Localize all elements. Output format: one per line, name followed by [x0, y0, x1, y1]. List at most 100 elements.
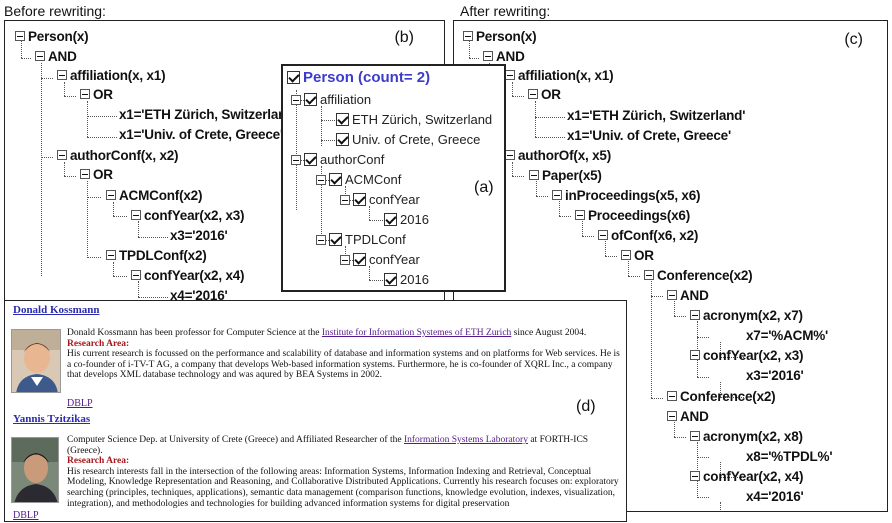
collapse-icon[interactable] — [291, 94, 301, 105]
collapse-icon[interactable] — [291, 154, 301, 165]
tree-c-node[interactable]: confYear(x2, x3) — [690, 348, 804, 364]
tree-c-leaf[interactable]: x1='ETH Zürich, Switzerland' — [567, 108, 746, 123]
tree-b-leaf[interactable]: x4='2016' — [170, 288, 228, 303]
person-name-link[interactable]: Yannis Tzitzikas — [13, 413, 91, 425]
tree-c-node[interactable]: Paper(x5) — [529, 168, 602, 184]
checkbox-checked-icon[interactable] — [304, 93, 317, 107]
checkbox-checked-icon[interactable] — [287, 71, 300, 85]
facet-node[interactable]: ETH Zürich, Switzerland — [336, 112, 492, 128]
collapse-icon[interactable] — [463, 31, 473, 42]
tree-b-leaf[interactable]: x3='2016' — [170, 228, 228, 243]
collapse-icon[interactable] — [644, 270, 654, 281]
tree-c-node[interactable]: acronym(x2, x7) — [690, 308, 803, 324]
tree-b-node[interactable]: confYear(x2, x4) — [131, 268, 245, 284]
tree-c-node[interactable]: ofConf(x6, x2) — [598, 228, 698, 244]
collapse-icon[interactable] — [690, 310, 700, 321]
collapse-icon[interactable] — [131, 210, 141, 221]
collapse-icon[interactable] — [575, 210, 585, 221]
checkbox-checked-icon[interactable] — [336, 113, 349, 127]
tree-b-node[interactable]: OR — [80, 87, 113, 103]
facet-node[interactable]: 2016 — [384, 272, 429, 288]
checkbox-checked-icon[interactable] — [329, 173, 342, 187]
collapse-icon[interactable] — [340, 254, 350, 265]
facet-node[interactable]: authorConf — [291, 152, 384, 168]
facet-node[interactable]: ACMConf — [316, 172, 401, 188]
collapse-icon[interactable] — [505, 150, 515, 161]
checkbox-checked-icon[interactable] — [329, 233, 342, 247]
collapse-icon[interactable] — [80, 89, 90, 100]
facet-node[interactable]: Univ. of Crete, Greece — [336, 132, 480, 148]
tree-b-node[interactable]: Person(x) — [15, 29, 89, 45]
tree-b-node[interactable]: affiliation(x, x1) — [57, 68, 166, 84]
collapse-icon[interactable] — [340, 194, 350, 205]
collapse-icon[interactable] — [483, 51, 493, 62]
checkbox-checked-icon[interactable] — [304, 153, 317, 167]
facet-node[interactable]: confYear — [340, 252, 420, 268]
collapse-icon[interactable] — [528, 89, 538, 100]
tree-c-node[interactable]: Conference(x2) — [667, 389, 776, 405]
collapse-icon[interactable] — [35, 51, 45, 62]
tree-c-node[interactable]: Conference(x2) — [644, 268, 753, 284]
person-name-link[interactable]: Donald Kossmann — [13, 304, 100, 316]
tree-c-node[interactable]: AND — [667, 288, 709, 304]
collapse-icon[interactable] — [621, 250, 631, 261]
collapse-icon[interactable] — [316, 234, 326, 245]
collapse-icon[interactable] — [667, 290, 677, 301]
collapse-icon[interactable] — [529, 170, 539, 181]
collapse-icon[interactable] — [131, 270, 141, 281]
tree-c-node[interactable]: authorOf(x, x5) — [505, 148, 611, 164]
tree-c-leaf[interactable]: x8='%TPDL%' — [746, 449, 833, 464]
tree-b-node[interactable]: ACMConf(x2) — [106, 188, 202, 204]
tree-c-node[interactable]: AND — [667, 409, 709, 425]
collapse-icon[interactable] — [316, 174, 326, 185]
tree-c-node[interactable]: confYear(x2, x4) — [690, 469, 804, 485]
collapse-icon[interactable] — [106, 250, 116, 261]
tree-b-node[interactable]: OR — [80, 167, 113, 183]
tree-c-node[interactable]: affiliation(x, x1) — [505, 68, 614, 84]
tree-b-leaf[interactable]: x1='Univ. of Crete, Greece' — [119, 127, 283, 142]
collapse-icon[interactable] — [505, 70, 515, 81]
dblp-link[interactable]: DBLP — [67, 398, 93, 409]
tree-c-leaf[interactable]: x3='2016' — [746, 368, 804, 383]
tree-c-node[interactable]: Person(x) — [463, 29, 537, 45]
facet-node[interactable]: TPDLConf — [316, 232, 406, 248]
tree-c-node[interactable]: Proceedings(x6) — [575, 208, 690, 224]
checkbox-checked-icon[interactable] — [336, 133, 349, 147]
tree-c-node[interactable]: AND — [483, 49, 525, 65]
affiliation-link[interactable]: Information Systems Laboratory — [403, 435, 528, 445]
collapse-icon[interactable] — [106, 190, 116, 201]
facet-node[interactable]: affiliation — [291, 92, 371, 108]
tree-c-node[interactable]: acronym(x2, x8) — [690, 429, 803, 445]
tree-c-node[interactable]: OR — [621, 248, 654, 264]
tree-b-node[interactable]: authorConf(x, x2) — [57, 148, 179, 164]
tree-c-node[interactable]: inProceedings(x5, x6) — [552, 188, 701, 204]
facet-node[interactable]: 2016 — [384, 212, 429, 228]
collapse-icon[interactable] — [598, 230, 608, 241]
facet-node[interactable]: confYear — [340, 192, 420, 208]
affiliation-link[interactable]: Institute for Information Systemes of ET… — [321, 328, 512, 338]
tree-c-leaf[interactable]: x7='%ACM%' — [746, 328, 829, 343]
tree-c-leaf[interactable]: x4='2016' — [746, 489, 804, 504]
tree-b-leaf[interactable]: x1='ETH Zürich, Switzerland' — [119, 107, 298, 122]
collapse-icon[interactable] — [80, 169, 90, 180]
tree-c-node[interactable]: OR — [528, 87, 561, 103]
tree-b-node[interactable]: AND — [35, 49, 77, 65]
checkbox-checked-icon[interactable] — [384, 273, 397, 287]
checkbox-checked-icon[interactable] — [384, 213, 397, 227]
checkbox-checked-icon[interactable] — [353, 253, 366, 267]
collapse-icon[interactable] — [667, 411, 677, 422]
dblp-link[interactable]: DBLP — [13, 510, 39, 521]
collapse-icon[interactable] — [15, 31, 25, 42]
collapse-icon[interactable] — [57, 150, 67, 161]
tree-b-node[interactable]: confYear(x2, x3) — [131, 208, 245, 224]
collapse-icon[interactable] — [667, 391, 677, 402]
tree-b-node[interactable]: TPDLConf(x2) — [106, 248, 207, 264]
checkbox-checked-icon[interactable] — [353, 193, 366, 207]
collapse-icon[interactable] — [690, 471, 700, 482]
facet-root[interactable]: Person (count= 2) — [287, 70, 430, 86]
collapse-icon[interactable] — [690, 350, 700, 361]
collapse-icon[interactable] — [57, 70, 67, 81]
collapse-icon[interactable] — [690, 431, 700, 442]
collapse-icon[interactable] — [552, 190, 562, 201]
tree-c-leaf[interactable]: x1='Univ. of Crete, Greece' — [567, 128, 731, 143]
